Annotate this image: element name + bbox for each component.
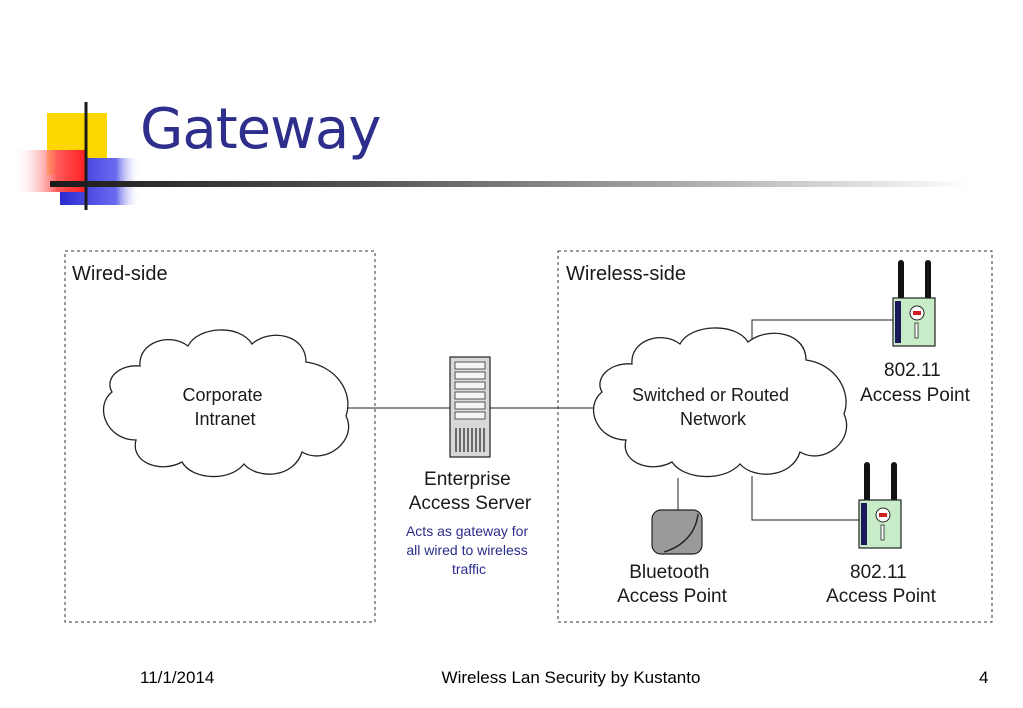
slide-title: Gateway [140, 97, 381, 162]
server-icon [449, 356, 491, 458]
wifi-ap-bottom-label: 802.11 Access Point [826, 562, 937, 607]
wireless-side-panel [557, 250, 993, 623]
wifi-ap-bottom-icon [858, 462, 902, 549]
corporate-intranet-cloud [102, 329, 349, 478]
wifi-ap-top-icon [892, 260, 936, 347]
footer-title: Wireless Lan Security by Kustanto [441, 668, 701, 687]
gateway-note: Acts as gateway for all wired to wireles… [406, 523, 532, 577]
footer-date: 11/1/2014 [140, 668, 215, 687]
title-underline [50, 181, 970, 187]
switched-network-cloud [592, 327, 847, 478]
wired-side-panel [64, 250, 376, 623]
connection-lines [348, 319, 898, 521]
wired-side-label: Wired-side [72, 263, 168, 285]
wireless-side-label: Wireless-side [566, 263, 686, 285]
wifi-ap-top-label: 802.11 Access Point [860, 360, 971, 406]
bluetooth-ap-icon [651, 509, 703, 555]
bluetooth-ap-label: Bluetooth Access Point [617, 562, 728, 607]
page-number: 4 [979, 668, 989, 687]
corporate-intranet-label: Corporate Intranet [182, 385, 267, 429]
switched-network-label: Switched or Routed Network [632, 385, 794, 429]
server-label: Enterprise Access Server [409, 469, 532, 514]
